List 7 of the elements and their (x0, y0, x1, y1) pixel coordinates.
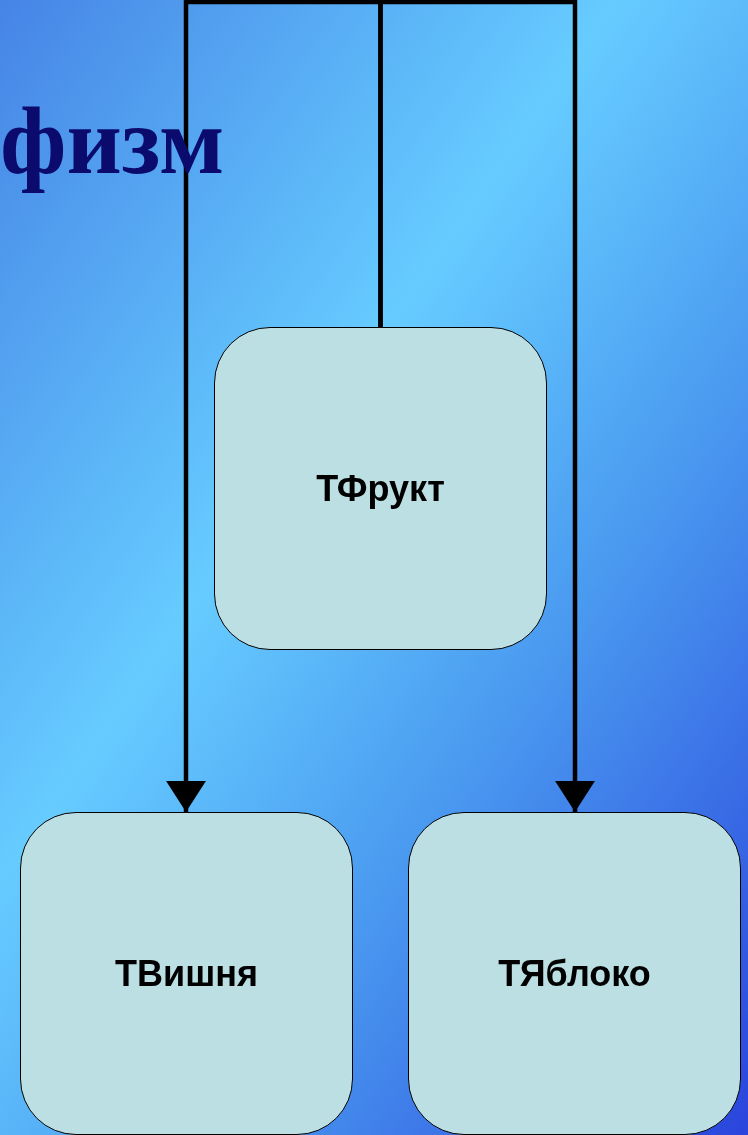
class-box (20, 812, 353, 1135)
arrow (378, 0, 596, 812)
class-name: ТВишня (115, 952, 258, 995)
class-box (408, 812, 741, 1135)
class-name: ТФрукт (316, 467, 445, 510)
class-name: ТЯблоко (498, 952, 651, 995)
class-box (214, 327, 547, 650)
